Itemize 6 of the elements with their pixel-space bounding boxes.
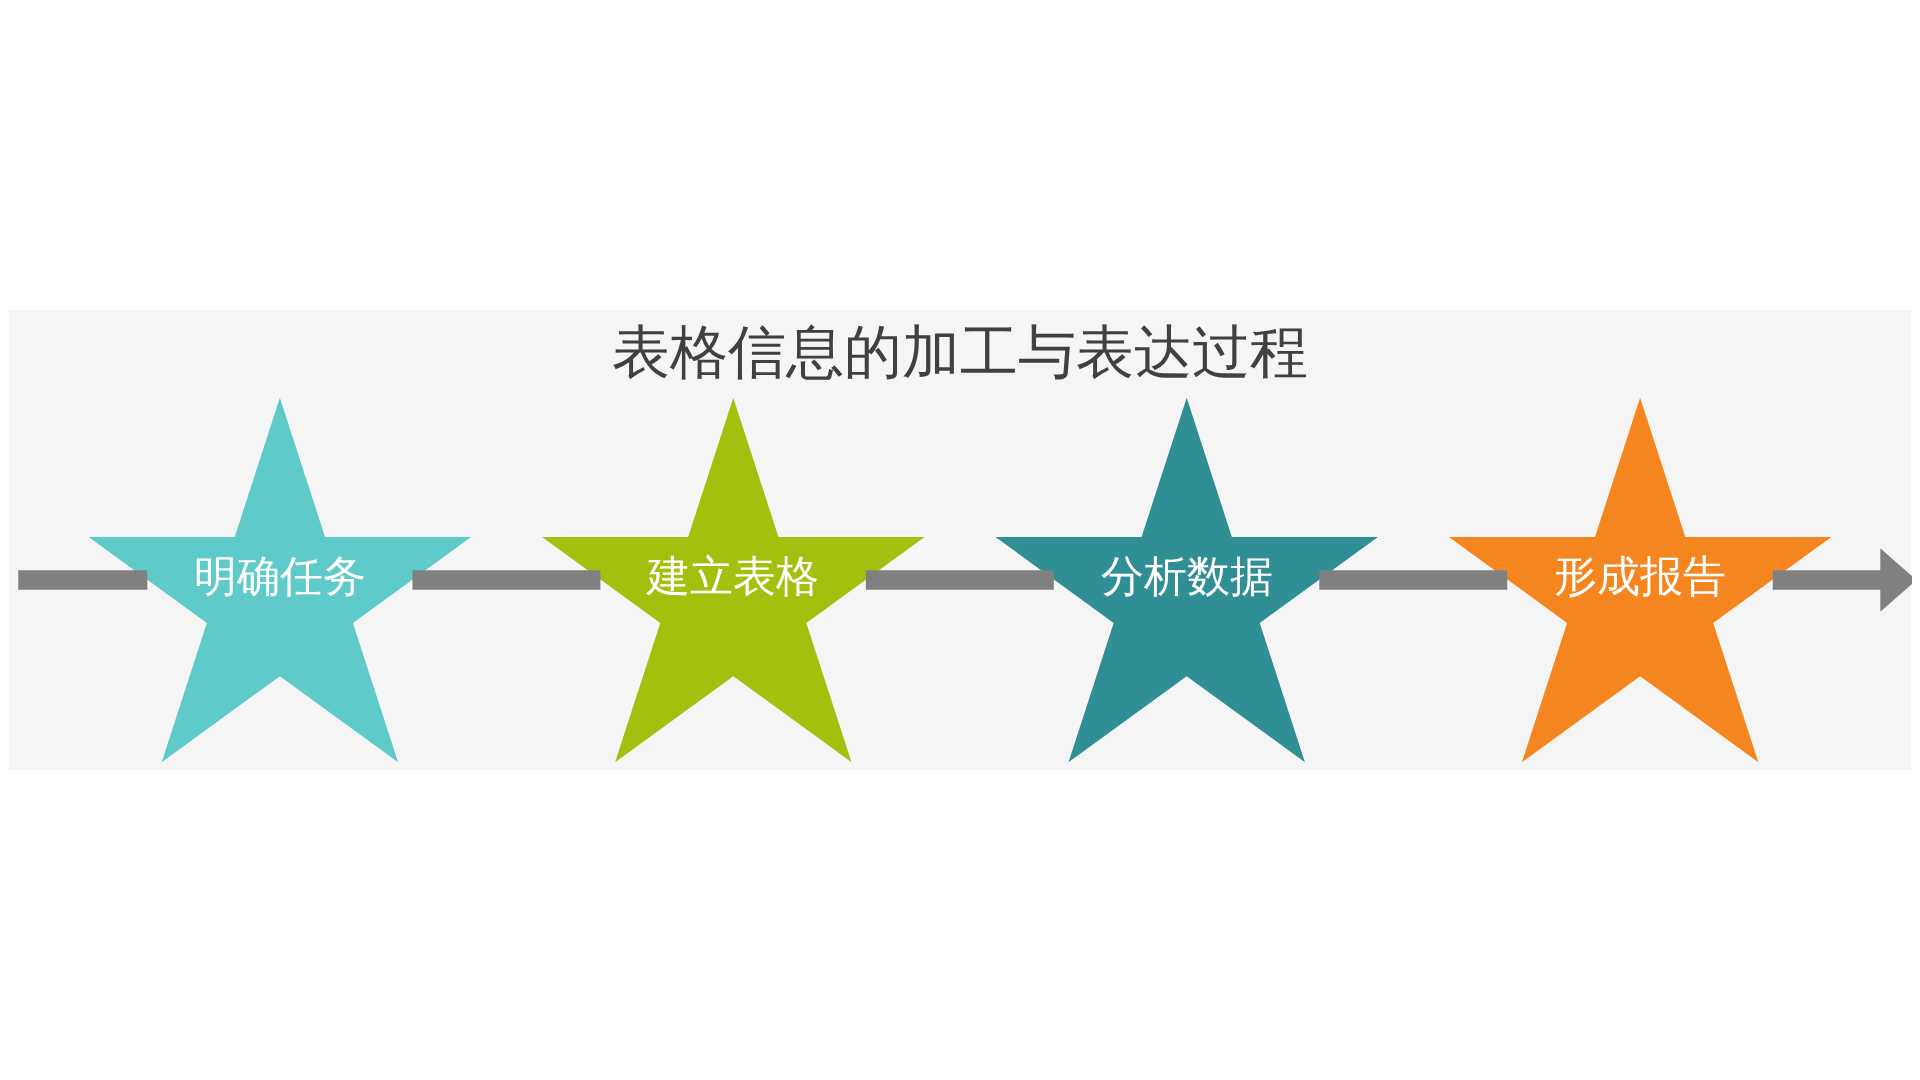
connector: [1319, 570, 1508, 590]
connector: [412, 570, 601, 590]
connector: [18, 570, 148, 590]
arrow: [1772, 548, 1912, 612]
connector: [865, 570, 1054, 590]
diagram-title: 表格信息的加工与表达过程: [612, 318, 1309, 387]
